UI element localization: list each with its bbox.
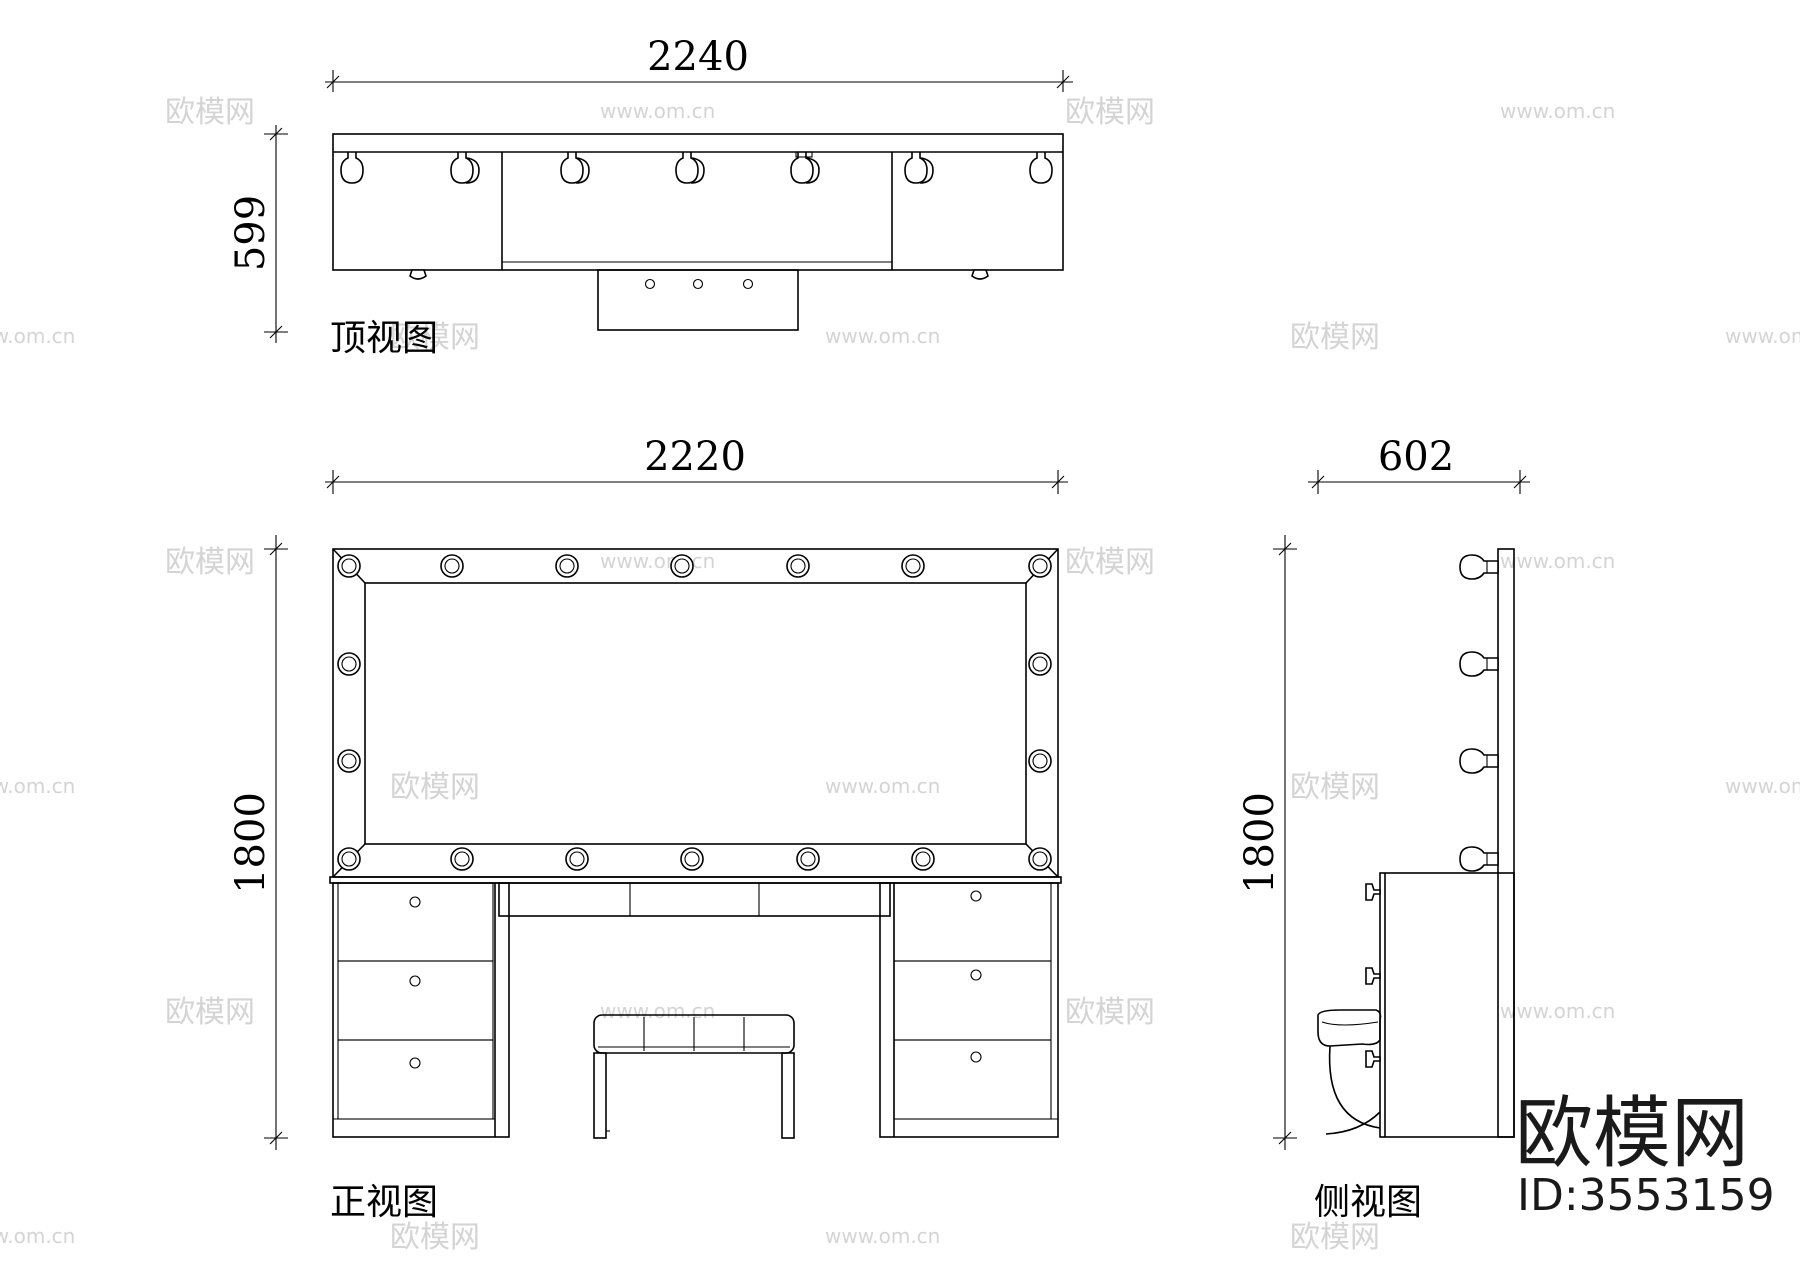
bulb xyxy=(337,847,361,871)
bulb xyxy=(1028,749,1052,773)
side-view-label: 侧视图 xyxy=(1314,1182,1422,1223)
front-width-dimension: 2220 xyxy=(325,434,1068,494)
stool-cushion xyxy=(593,1014,795,1054)
bulb xyxy=(901,554,925,578)
bulb xyxy=(786,554,810,578)
watermark-url: www.om.cn xyxy=(1725,774,1800,798)
bulb xyxy=(337,749,361,773)
watermark-brand: 欧模网 xyxy=(1290,770,1380,805)
watermark-url: www.om.cn xyxy=(825,774,940,798)
bulb xyxy=(440,554,464,578)
side-stool xyxy=(1317,1009,1382,1135)
bulb xyxy=(1028,847,1052,871)
top-depth-value: 599 xyxy=(228,195,274,271)
top-handle-right xyxy=(971,269,989,280)
front-width-value: 2220 xyxy=(644,434,746,480)
bulb xyxy=(337,554,361,578)
watermark-url: www.om.cn xyxy=(0,1224,75,1248)
top-view-label: 顶视图 xyxy=(330,318,438,359)
mirror-glass xyxy=(364,582,1027,845)
desk-top xyxy=(329,876,1062,884)
watermark-brand: 欧模网 xyxy=(1065,95,1155,130)
top-drawer-box xyxy=(597,269,799,331)
bulb xyxy=(680,847,704,871)
side-cabinet xyxy=(1379,872,1515,1138)
front-height-dimension: 1800 xyxy=(228,535,288,1150)
center-drawers xyxy=(498,882,891,917)
bulb xyxy=(450,847,474,871)
drawer-knob xyxy=(970,969,982,981)
side-bulbs xyxy=(1459,554,1499,872)
stool-leg xyxy=(593,1052,607,1139)
watermark-brand: 欧模网 xyxy=(1290,320,1380,355)
bulb xyxy=(1459,846,1499,872)
front-view: 2220 1800 xyxy=(228,434,1068,1223)
watermark-brand: 欧模网 xyxy=(1290,1220,1380,1255)
front-view-label: 正视图 xyxy=(330,1182,438,1223)
watermark-brand: 欧模网 xyxy=(165,545,255,580)
model-id: ID:3553159 xyxy=(1517,1170,1775,1221)
top-handle-left xyxy=(409,269,427,280)
bulb xyxy=(565,847,589,871)
top-bulbs xyxy=(340,151,1053,184)
bulb xyxy=(911,847,935,871)
watermark-brand: 欧模网 xyxy=(1065,545,1155,580)
watermark-brand: 欧模网 xyxy=(390,320,480,355)
watermark-brand: 欧模网 xyxy=(390,770,480,805)
watermark-url: www.om.cn xyxy=(1500,99,1615,123)
top-width-value: 2240 xyxy=(647,34,749,80)
watermark-brand: 欧模网 xyxy=(1065,995,1155,1030)
bulb xyxy=(670,554,694,578)
bulb xyxy=(337,652,361,676)
watermark-url: www.om.cn xyxy=(825,1224,940,1248)
brand-logo-text: 欧模网 xyxy=(1515,1089,1749,1179)
brand-watermark: 欧模网 ID:3553159 xyxy=(1514,1088,1775,1221)
side-width-value: 602 xyxy=(1378,434,1454,480)
side-view: 602 1800 xyxy=(1237,434,1530,1223)
drawer-knob xyxy=(409,975,421,987)
side-mirror-panel xyxy=(1497,548,1515,1138)
right-drawer-cabinet xyxy=(879,882,1059,1138)
side-height-dimension: 1800 xyxy=(1237,535,1297,1150)
top-view: 2240 599 xyxy=(228,34,1073,359)
side-handles xyxy=(1365,883,1381,1068)
watermark-url: www.om.cn xyxy=(1500,549,1615,573)
top-width-dimension: 2240 xyxy=(325,34,1073,92)
left-drawer-cabinet xyxy=(332,882,510,1138)
bulb xyxy=(555,554,579,578)
top-cabinet-outline xyxy=(332,133,1064,271)
watermark-url: www.om.cn xyxy=(0,324,75,348)
watermark-brand: 欧模网 xyxy=(390,1220,480,1255)
bulb xyxy=(796,847,820,871)
drawer-knob xyxy=(970,1051,982,1063)
side-width-dimension: 602 xyxy=(1308,434,1530,494)
top-depth-dimension: 599 xyxy=(228,125,288,343)
watermark-brand: 欧模网 xyxy=(165,95,255,130)
watermark-url: www.om.cn xyxy=(600,549,715,573)
watermark-url: www.om.cn xyxy=(1725,324,1800,348)
mirror-bulbs xyxy=(337,554,1052,871)
watermark-brand: 欧模网 xyxy=(165,995,255,1030)
stool-leg xyxy=(781,1052,795,1139)
watermark-url: www.om.cn xyxy=(1500,999,1615,1023)
drawer-knob xyxy=(409,1057,421,1069)
bulb xyxy=(1459,554,1499,580)
stool xyxy=(593,1014,795,1139)
mirror-frame xyxy=(332,548,1059,878)
bulb xyxy=(1459,748,1499,774)
side-height-value: 1800 xyxy=(1237,792,1283,894)
bulb xyxy=(1028,554,1052,578)
background-watermarks: 欧模网 www.om.cn 欧模网 www.om.cn www.om.cn 欧模… xyxy=(0,95,1800,1255)
drawer-knob xyxy=(970,890,982,902)
watermark-url: www.om.cn xyxy=(600,99,715,123)
watermark-url: www.om.cn xyxy=(825,324,940,348)
watermark-url: www.om.cn xyxy=(600,999,715,1023)
watermark-url: www.om.cn xyxy=(0,774,75,798)
drawer-knob xyxy=(409,896,421,908)
bulb xyxy=(1459,651,1499,677)
front-height-value: 1800 xyxy=(228,792,274,894)
bulb xyxy=(1028,652,1052,676)
